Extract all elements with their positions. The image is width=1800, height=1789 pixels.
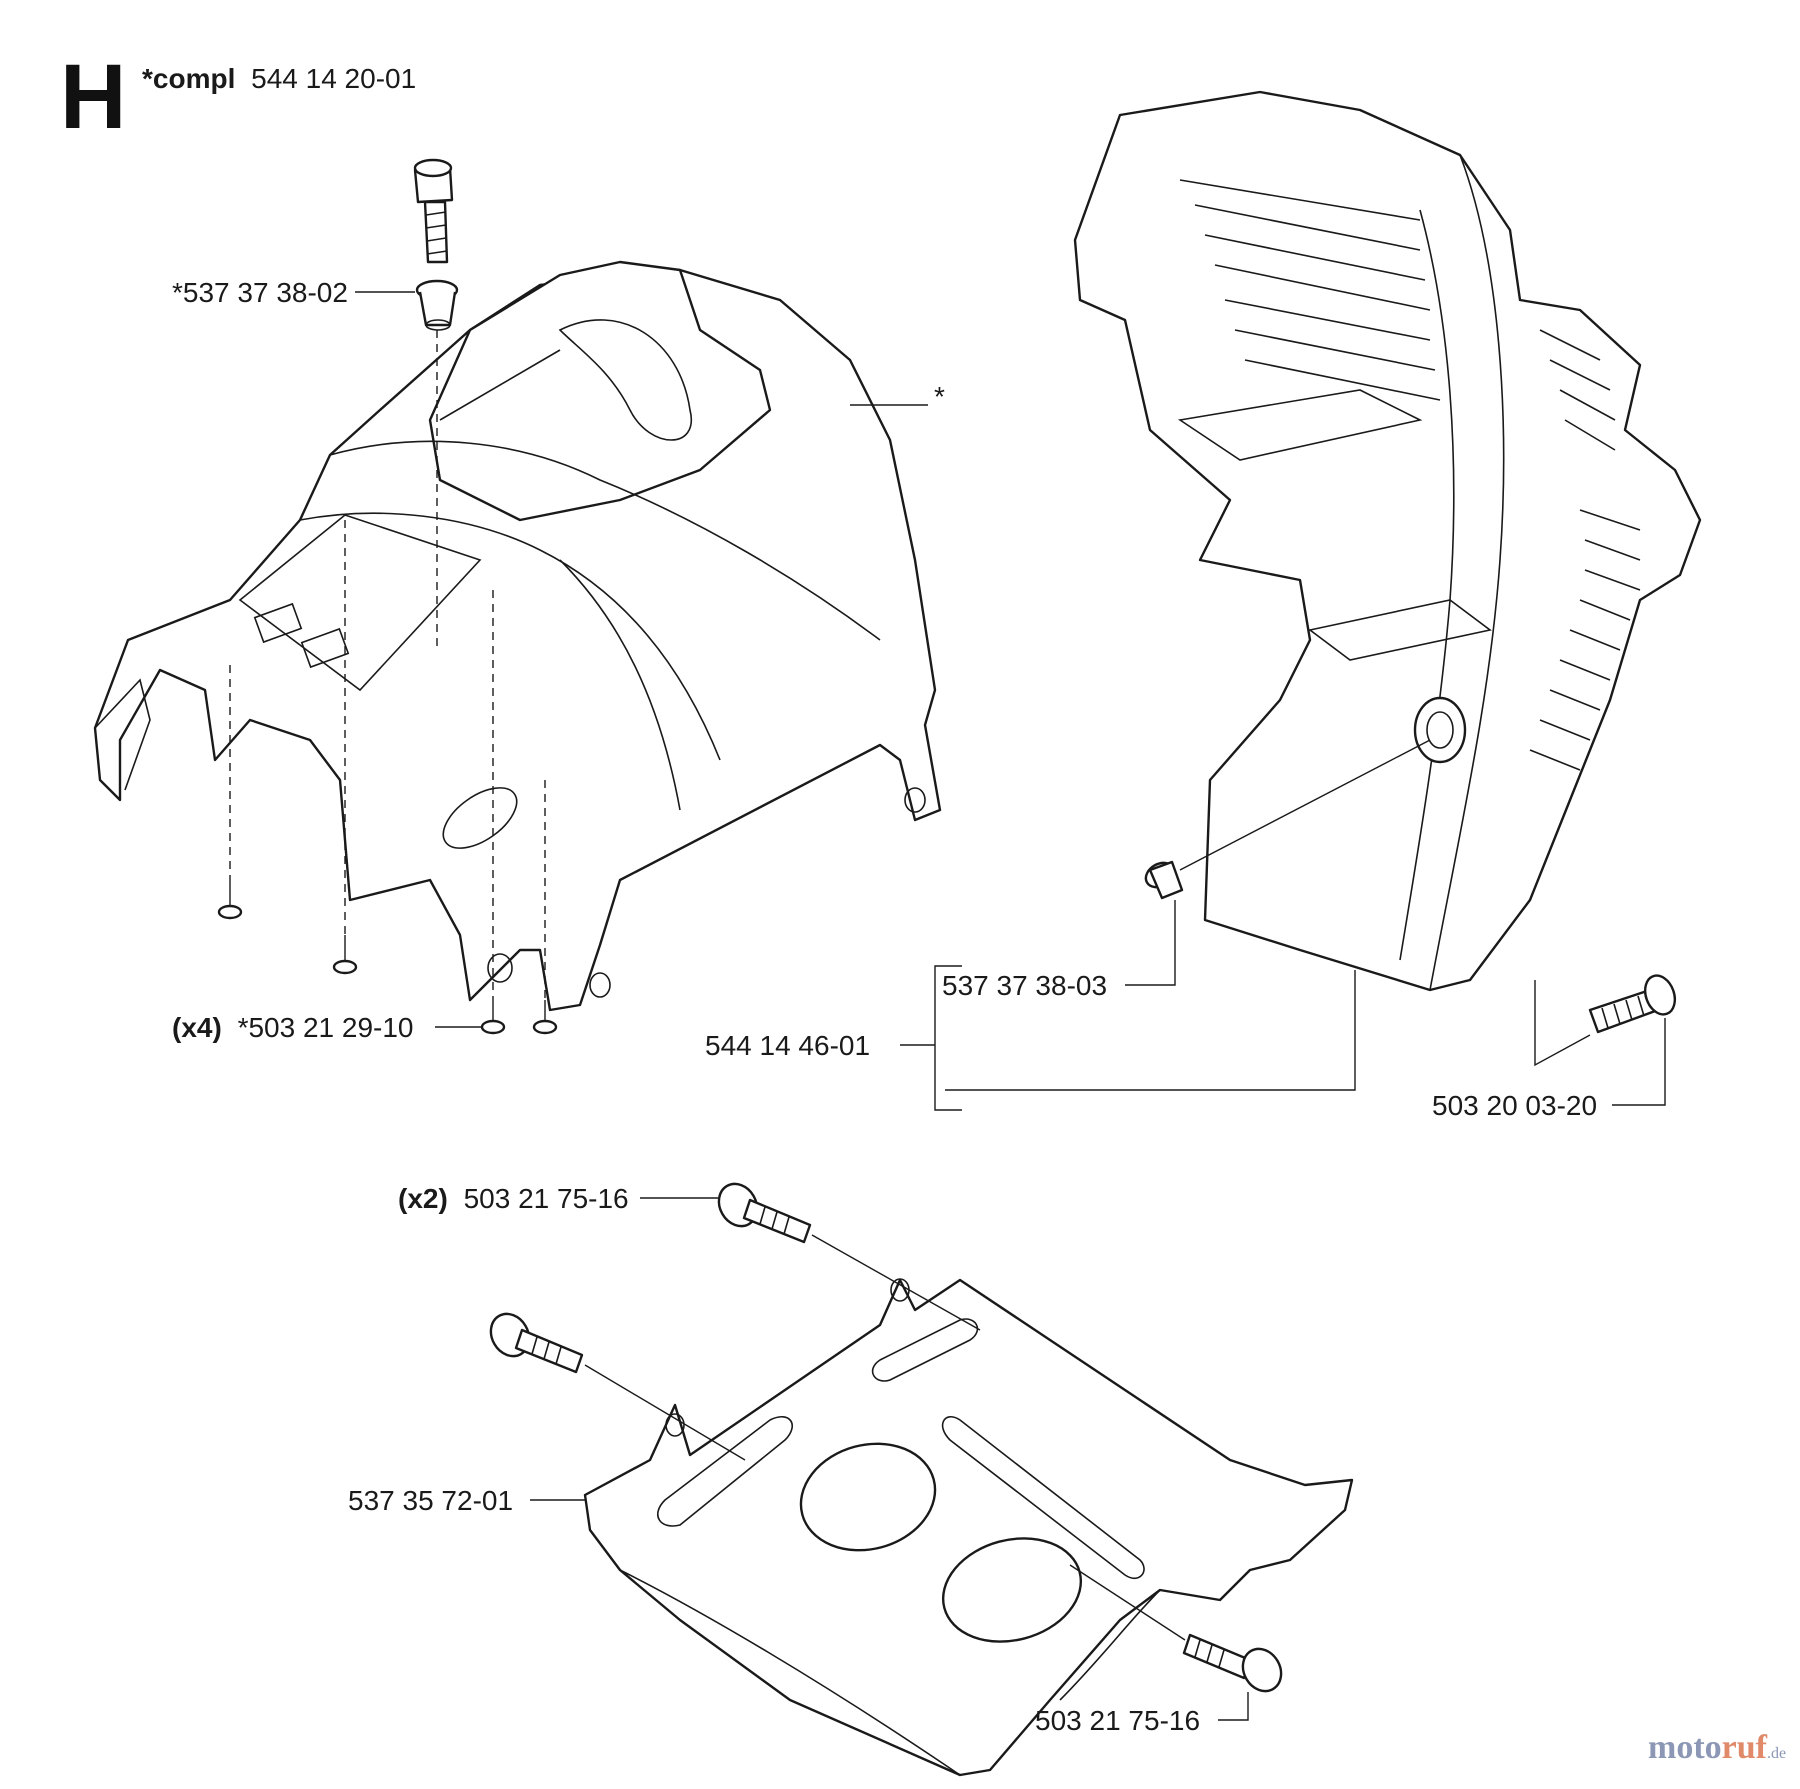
- leader-guard-screw-lower-axis: [584, 1364, 746, 1461]
- watermark-logo: motoruf.de: [1648, 1729, 1786, 1766]
- leader-537-37-38-03: [1125, 900, 1176, 986]
- leader-503-21-75-16-bottom: [1218, 1692, 1249, 1721]
- compl-label: *compl 544 14 20-01: [142, 63, 416, 94]
- section-letter: H: [60, 46, 126, 148]
- label-537-37-38-03: 537 37 38-03: [942, 970, 1107, 1001]
- small-screw-icon: [332, 520, 358, 975]
- label-503-21-29-10: (x4) *503 21 29-10: [172, 1012, 414, 1043]
- watermark-part1: moto: [1648, 1729, 1722, 1766]
- compl-prefix: *compl: [142, 63, 235, 94]
- guard-plate: [583, 1278, 1354, 1777]
- label-537-37-38-02: *537 37 38-02: [172, 277, 348, 308]
- bushing-right-icon: [1144, 860, 1184, 900]
- leader-cylinder-cover: [945, 970, 1356, 1091]
- label-537-35-72-01: 537 35 72-01: [348, 1485, 513, 1516]
- leader-screw-right-axis: [1534, 980, 1591, 1067]
- leader-guard-screw-bottom-axis: [1069, 1564, 1186, 1641]
- part-503-21-29-10: *503 21 29-10: [238, 1012, 414, 1043]
- engine-cover: [93, 260, 942, 1012]
- compl-number: 544 14 20-01: [251, 63, 416, 94]
- qty-x4: (x4): [172, 1012, 222, 1043]
- screw-right-icon: [1588, 974, 1677, 1034]
- cover-screws-x4: [217, 520, 558, 1035]
- part-503-21-75-16: 503 21 75-16: [464, 1183, 629, 1214]
- small-screw-icon: [532, 780, 558, 1035]
- leader-bushing-axis: [1179, 739, 1431, 871]
- label-544-14-46-01: 544 14 46-01: [705, 1030, 870, 1061]
- small-screw-icon: [480, 590, 506, 1035]
- screw-top-icon: [413, 158, 454, 264]
- leader-guard-screw-upper-axis: [811, 1234, 981, 1331]
- cylinder-cover: [1073, 90, 1702, 992]
- label-cover-star: *: [934, 381, 945, 412]
- guard-screw-lower-icon: [489, 1312, 584, 1374]
- small-screw-icon: [217, 665, 243, 920]
- qty-x2: (x2): [398, 1183, 448, 1214]
- label-503-21-75-16-bottom: 503 21 75-16: [1035, 1705, 1200, 1736]
- watermark-suffix: .de: [1767, 1745, 1786, 1762]
- bracket-544-14-46-01: [934, 965, 962, 1111]
- watermark-part2: ruf: [1722, 1729, 1768, 1766]
- label-503-20-03-20: 503 20 03-20: [1432, 1090, 1597, 1121]
- guard-screw-bottom-icon: [1182, 1633, 1283, 1693]
- leader-503-20-03-20: [1612, 1018, 1666, 1106]
- label-503-21-75-16-top: (x2) 503 21 75-16: [398, 1183, 629, 1214]
- guard-screw-upper-icon: [717, 1182, 812, 1244]
- bushing-top-icon: [415, 279, 459, 331]
